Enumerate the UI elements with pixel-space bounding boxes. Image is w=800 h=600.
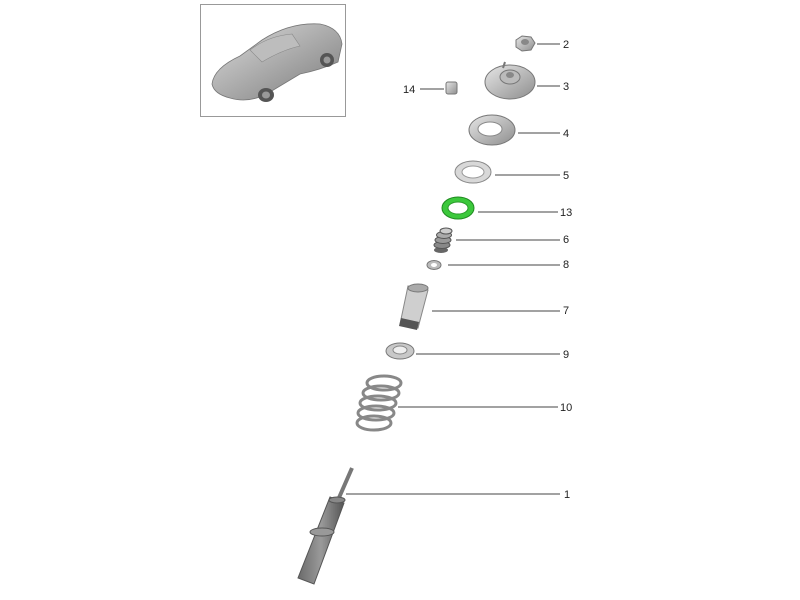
car-thumbnail[interactable]: [200, 4, 346, 117]
part-10-coil-spring[interactable]: 10: [355, 374, 572, 432]
part-2-nut[interactable]: 2: [515, 35, 569, 52]
part-4-bearing[interactable]: 4: [468, 114, 569, 146]
callout-10: 10: [560, 402, 572, 414]
part-6-bump-stop[interactable]: 6: [433, 227, 569, 253]
callout-6: 6: [563, 234, 569, 246]
part-8-small-washer[interactable]: 8: [426, 259, 569, 271]
callout-1: 1: [564, 489, 570, 501]
part-13-ring-highlighted[interactable]: 13: [441, 196, 572, 220]
callout-3: 3: [563, 81, 569, 93]
part-9-spring-seat[interactable]: 9: [385, 342, 569, 361]
callout-9: 9: [563, 349, 569, 361]
part-5-washer[interactable]: 5: [454, 160, 569, 184]
callout-2: 2: [563, 39, 569, 51]
callout-4: 4: [563, 128, 569, 140]
part-3-top-mount[interactable]: 3: [484, 61, 569, 100]
callout-14: 14: [403, 84, 415, 96]
callout-5: 5: [563, 170, 569, 182]
part-1-shock-absorber[interactable]: 1: [297, 467, 570, 585]
callout-8: 8: [563, 259, 569, 271]
part-7-dust-boot[interactable]: 7: [399, 283, 569, 330]
callout-13: 13: [560, 207, 572, 219]
part-14-clip[interactable]: 14: [403, 81, 458, 96]
callout-7: 7: [563, 305, 569, 317]
